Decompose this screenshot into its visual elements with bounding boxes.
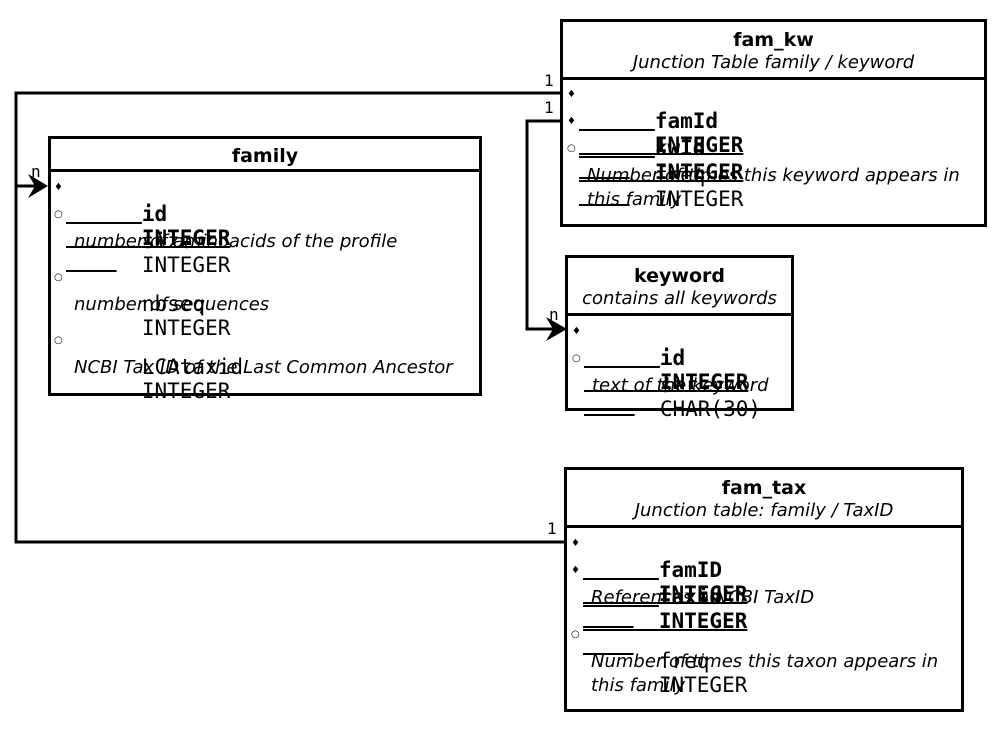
table-fam-tax[interactable]: fam_tax Junction table: family / TaxID ♦…	[564, 467, 964, 712]
table-header: fam_tax Junction table: family / TaxID	[567, 470, 961, 528]
cardinality-keyword-n: n	[549, 305, 559, 324]
field-name: id	[659, 346, 686, 370]
field-famid[interactable]: famId INTEGER	[579, 85, 744, 181]
key-icon: ♦	[571, 565, 580, 576]
field-description: References a NCBI TaxID	[591, 587, 815, 608]
field-icon: ○	[572, 353, 581, 364]
field-type: INTEGER	[654, 133, 744, 157]
field-description: this family	[591, 675, 686, 696]
key-icon: ♦	[571, 538, 580, 549]
key-icon: ♦	[567, 116, 576, 127]
cardinality-famkw-kwid: 1	[544, 98, 554, 117]
field-name: famID	[658, 558, 723, 582]
field-description: this family	[587, 189, 682, 210]
field-icon: ○	[567, 143, 576, 154]
table-header: keyword contains all keywords	[568, 258, 791, 316]
field-name: id	[141, 202, 168, 226]
field-type: INTEGER	[654, 160, 744, 184]
field-description: Number of times this taxon appears in	[591, 651, 939, 672]
field-icon: ○	[571, 629, 580, 640]
key-icon: ♦	[54, 182, 63, 193]
field-kwid[interactable]: kwId INTEGER	[579, 112, 744, 208]
table-description: Junction table: family / TaxID	[634, 500, 894, 521]
field-type: INTEGER	[658, 582, 748, 606]
table-name: fam_tax	[721, 477, 807, 499]
field-name: taxid	[658, 585, 723, 609]
table-family[interactable]: family ♦ id INTEGER ○ size INTEGER numbe…	[48, 136, 482, 403]
field-type: INTEGER	[141, 379, 231, 403]
field-name: size	[141, 229, 193, 253]
field-description: text of the keyword	[592, 375, 769, 396]
field-type: INTEGER	[658, 673, 748, 697]
field-description: number of sequences	[74, 294, 270, 315]
field-icon: ○	[54, 209, 63, 220]
table-name: keyword	[634, 265, 725, 287]
relation-line-famkw-keyword	[525, 119, 563, 331]
field-nbseq[interactable]: nbseq INTEGER	[66, 268, 266, 364]
key-icon: ♦	[572, 326, 581, 337]
table-name: family	[231, 145, 299, 167]
field-name: kwId	[654, 136, 706, 160]
table-description: contains all keywords	[582, 288, 777, 309]
field-id[interactable]: id INTEGER	[584, 322, 749, 418]
field-str[interactable]: str CHAR(30)	[584, 349, 761, 445]
field-type: CHAR(30)	[659, 397, 762, 421]
field-name: freq	[658, 649, 710, 673]
arrow-head-family	[28, 174, 48, 198]
table-header: family	[51, 139, 479, 172]
field-size[interactable]: size INTEGER	[66, 205, 266, 301]
table-description: Junction Table family / keyword	[632, 52, 915, 73]
cardinality-famkw-famid: 1	[544, 71, 554, 90]
field-famid[interactable]: famID INTEGER	[583, 534, 748, 630]
arrow-head-keyword	[546, 317, 567, 341]
field-type: INTEGER	[141, 253, 231, 277]
field-icon: ○	[54, 272, 63, 283]
field-type: INTEGER	[658, 609, 748, 633]
cardinality-famtax-famid: 1	[547, 519, 557, 538]
field-id[interactable]: id INTEGER	[66, 178, 266, 274]
field-freq[interactable]: freq INTEGER	[583, 625, 748, 721]
relation-line-famtax-family	[14, 186, 566, 544]
field-freq[interactable]: freq INTEGER	[579, 139, 744, 235]
table-header: fam_kw Junction Table family / keyword	[563, 22, 984, 80]
table-fam-kw[interactable]: fam_kw Junction Table family / keyword ♦…	[560, 19, 987, 227]
field-name: famId	[654, 109, 719, 133]
cardinality-family-n: n	[31, 162, 41, 181]
field-description: number of aminoacids of the profile	[74, 231, 398, 252]
field-name: LCAtaxid	[141, 355, 244, 379]
table-keyword[interactable]: keyword contains all keywords ♦ id INTEG…	[565, 255, 794, 421]
field-type: INTEGER	[659, 370, 749, 394]
field-name: nbseq	[141, 292, 206, 316]
field-description: Number of times this keyword appears in	[587, 165, 960, 186]
field-description: NCBI Tax ID of the Last Common Ancestor	[74, 357, 453, 378]
field-lcataxid[interactable]: LCAtaxid INTEGER	[66, 331, 266, 427]
field-taxid[interactable]: taxid INTEGER	[583, 561, 748, 657]
field-type: INTEGER	[141, 226, 231, 250]
field-icon: ○	[54, 335, 63, 346]
relation-line-famkw-family	[14, 91, 563, 188]
table-name: fam_kw	[733, 29, 814, 51]
field-type: INTEGER	[654, 187, 744, 211]
field-name: freq	[654, 163, 706, 187]
field-type: INTEGER	[141, 316, 231, 340]
field-name: str	[659, 373, 698, 397]
key-icon: ♦	[567, 89, 576, 100]
